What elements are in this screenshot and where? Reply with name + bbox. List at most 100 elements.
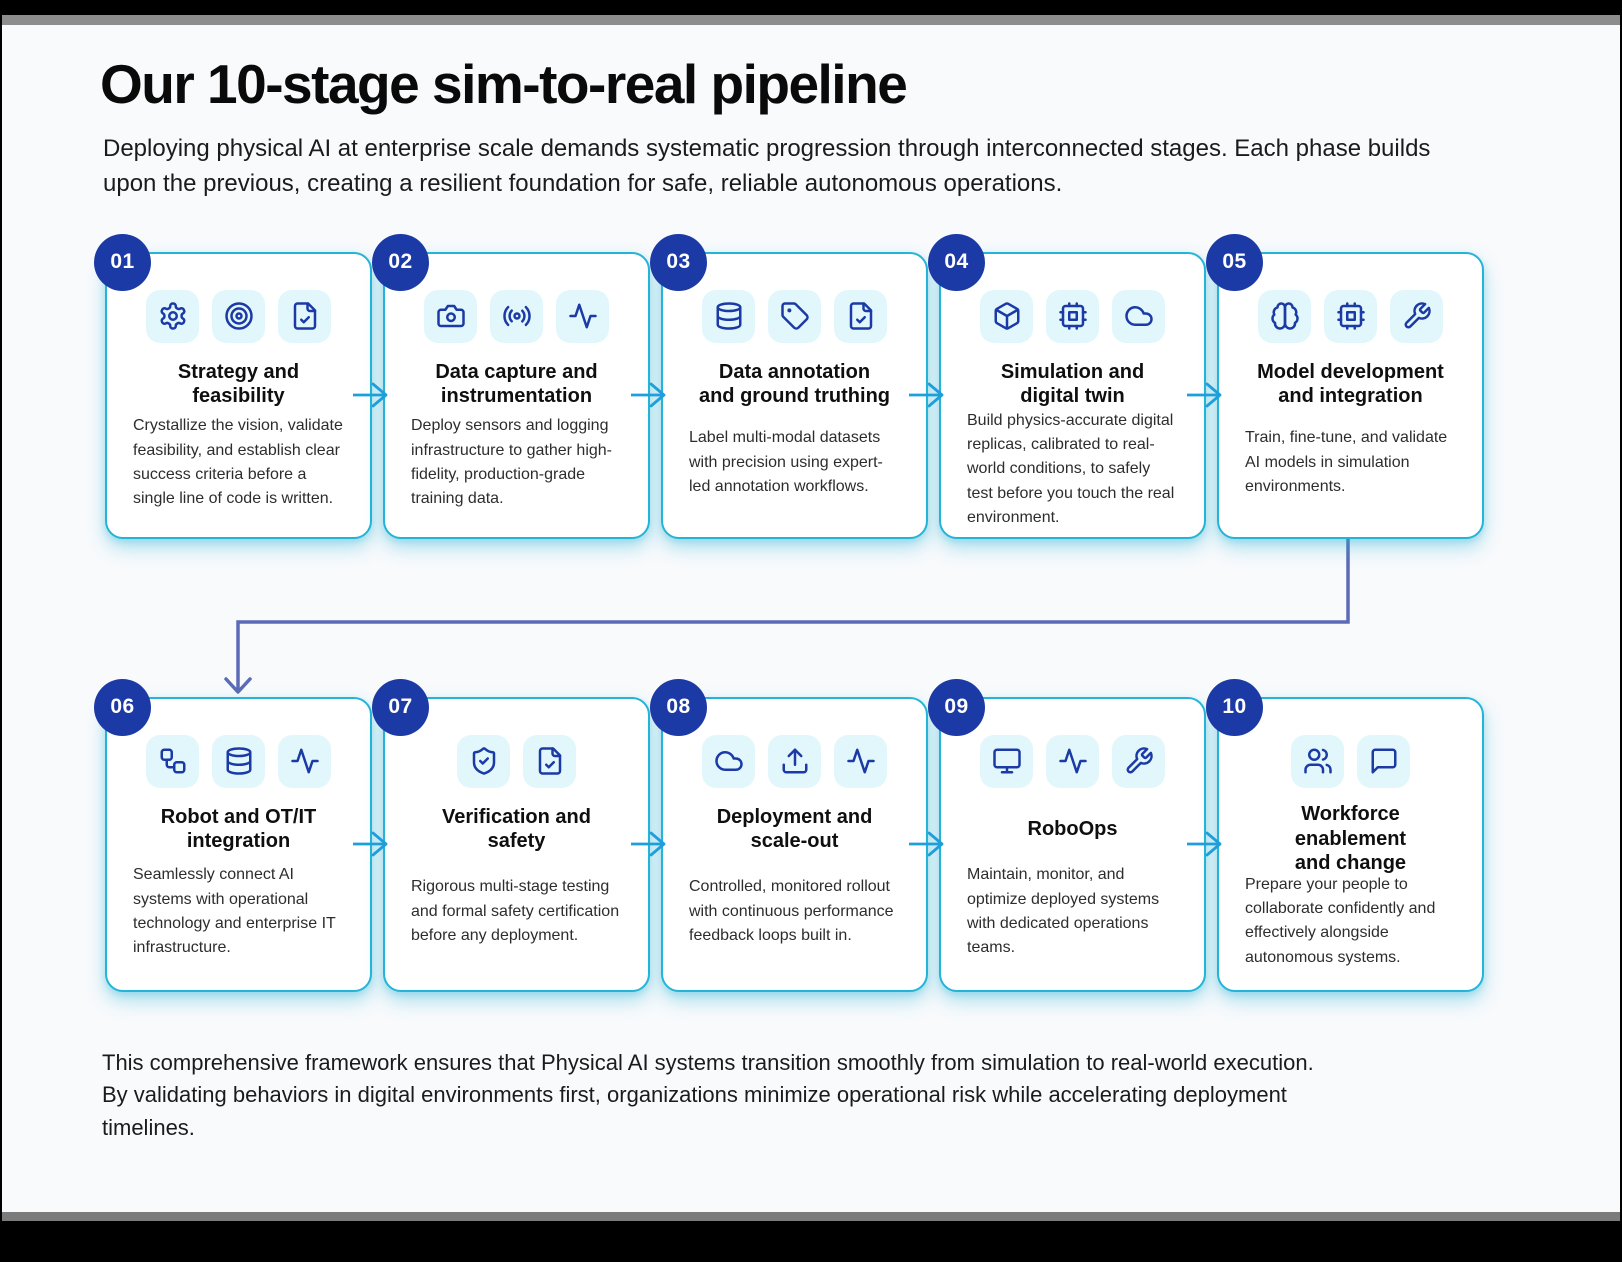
page-title: Our 10-stage sim-to-real pipeline xyxy=(100,53,908,115)
wrench-icon xyxy=(1126,747,1153,774)
icon-tile xyxy=(834,734,887,788)
icon-tile xyxy=(278,734,331,788)
stage-description-wrap: Rigorous multi-stage testing and formal … xyxy=(411,854,622,970)
stage-description-wrap: Maintain, monitor, and optimize deployed… xyxy=(967,854,1178,970)
broadcast-icon xyxy=(502,306,531,327)
icon-tile xyxy=(523,734,576,788)
stage-number-badge: 04 xyxy=(928,233,985,291)
database-icon xyxy=(226,747,251,776)
stage-description: Build physics-accurate digital replicas,… xyxy=(967,411,1175,527)
activity-icon xyxy=(568,303,597,329)
stage-number-badge: 05 xyxy=(1206,233,1263,291)
stage-title: Verification and safety xyxy=(442,805,591,853)
activity-icon xyxy=(846,748,875,774)
infographic-page: Our 10-stage sim-to-real pipeline Deploy… xyxy=(2,15,1620,1221)
icon-tile xyxy=(768,734,821,788)
brain-icon xyxy=(1270,302,1299,331)
icon-tile-row xyxy=(1245,734,1456,788)
icon-tile xyxy=(490,289,543,343)
icon-tile xyxy=(146,734,199,788)
icon-tile-row xyxy=(1245,289,1456,343)
stage-description: Controlled, monitored rollout with conti… xyxy=(689,878,894,944)
footer-text: This comprehensive framework ensures tha… xyxy=(102,1049,1314,1140)
icon-tile-row xyxy=(411,734,622,788)
stage-title: Workforce enablement and change xyxy=(1294,803,1407,874)
stage-description: Prepare your people to collaborate confi… xyxy=(1245,875,1436,966)
icon-tile-row xyxy=(411,289,622,343)
icon-tile-row xyxy=(133,734,344,788)
stage-description: Train, fine-tune, and validate AI models… xyxy=(1245,429,1448,495)
stage-description-wrap: Seamlessly connect AI systems with opera… xyxy=(133,854,344,970)
tag-icon xyxy=(780,302,809,331)
activity-icon xyxy=(1058,748,1087,774)
icon-tile xyxy=(1324,289,1377,343)
stage-title: Robot and OT/IT integration xyxy=(160,805,317,853)
icon-tile-row xyxy=(133,289,344,343)
camera-icon xyxy=(436,305,465,328)
icon-tile xyxy=(1046,289,1099,343)
file-check-icon xyxy=(538,747,561,776)
icon-tile xyxy=(556,289,609,343)
icon-tile xyxy=(1112,289,1165,343)
stage-description-wrap: Label multi-modal datasets with precisio… xyxy=(689,409,900,517)
stage-title: Model development and integration xyxy=(1257,360,1444,408)
icon-tile xyxy=(980,289,1033,343)
stage-description-wrap: Prepare your people to collaborate confi… xyxy=(1245,873,1456,970)
target-icon xyxy=(224,302,253,331)
stage-title: Deployment and scale-out xyxy=(716,805,873,853)
stage-title: Simulation and digital twin xyxy=(1000,360,1145,408)
stage-title: Data capture and instrumentation xyxy=(435,360,598,408)
icon-tile-row xyxy=(967,289,1178,343)
cpu-icon xyxy=(1336,302,1365,331)
stage-description: Maintain, monitor, and optimize deployed… xyxy=(967,866,1160,957)
icon-tile xyxy=(212,289,265,343)
icon-tile xyxy=(768,289,821,343)
icon-tile xyxy=(1112,734,1165,788)
cpu-icon xyxy=(1058,302,1087,331)
icon-tile-row xyxy=(967,734,1178,788)
users-icon xyxy=(1303,748,1332,774)
icon-tile xyxy=(980,734,1033,788)
icon-tile xyxy=(1291,734,1344,788)
stage-description-wrap: Deploy sensors and logging infrastructur… xyxy=(411,409,622,517)
icon-tile xyxy=(1258,289,1311,343)
icon-tile xyxy=(1357,734,1410,788)
icon-tile xyxy=(702,289,755,343)
stage-description-wrap: Train, fine-tune, and validate AI models… xyxy=(1245,409,1456,517)
stage-description-wrap: Build physics-accurate digital replicas,… xyxy=(967,409,1178,531)
activity-icon xyxy=(290,748,319,774)
page-subtitle: Deploying physical AI at enterprise scal… xyxy=(103,135,1431,198)
icon-tile xyxy=(212,734,265,788)
stage-title: Data annotation and ground truthing xyxy=(698,360,891,408)
file-check-icon xyxy=(849,302,872,331)
file-check-icon xyxy=(293,302,316,331)
stage-title: Strategy and feasibility xyxy=(177,360,300,408)
stage-description: Deploy sensors and logging infrastructur… xyxy=(411,417,612,508)
icon-tile xyxy=(834,289,887,343)
icon-tile xyxy=(424,289,477,343)
cloud-icon xyxy=(714,751,743,772)
icon-tile-row xyxy=(689,734,900,788)
database-icon xyxy=(716,302,741,331)
stage-description: Seamlessly connect AI systems with opera… xyxy=(133,866,336,957)
stage-number-badge: 03 xyxy=(650,233,707,291)
stage-description: Rigorous multi-stage testing and formal … xyxy=(411,878,620,944)
stage-number-badge: 08 xyxy=(650,678,707,736)
stage-number-badge: 09 xyxy=(928,678,985,736)
cloud-icon xyxy=(1124,306,1153,327)
message-square-icon xyxy=(1371,748,1396,774)
gear-icon xyxy=(160,302,185,331)
stage-number-badge: 07 xyxy=(372,678,429,736)
shield-check-icon xyxy=(472,747,495,776)
